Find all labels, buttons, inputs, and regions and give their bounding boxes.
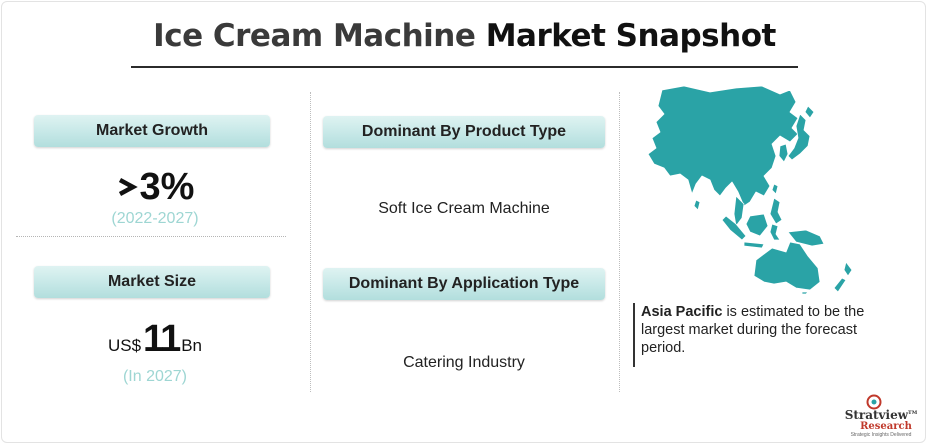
application-type-label: Dominant By Application Type <box>323 268 605 300</box>
greater-than-icon <box>118 178 138 196</box>
market-growth-period: (2022-2027) <box>111 210 199 227</box>
region-caption: Asia Pacific is estimated to be the larg… <box>633 303 895 367</box>
logo-tm: TM <box>908 410 918 416</box>
column-1-separator <box>16 236 286 237</box>
product-type-value: Soft Ice Cream Machine <box>378 200 550 217</box>
logo-emblem-icon <box>866 394 882 410</box>
column-divider-left <box>310 92 311 392</box>
region-description: is estimated to be the largest market du… <box>641 304 865 356</box>
market-growth-value-block: 3% <box>60 162 250 212</box>
market-size-value: 11 <box>143 318 181 360</box>
title-part-1: Ice Cream Machine <box>153 18 476 54</box>
logo-tagline: Strategic Insights Delivered <box>850 432 912 438</box>
region-name: Asia Pacific <box>641 304 723 320</box>
market-size-value-block: US$ 11 Bn <box>60 318 250 362</box>
market-growth-value: 3% <box>139 165 195 208</box>
logo-name-1: Stratview <box>844 408 909 422</box>
asia-pacific-map <box>647 85 853 294</box>
product-type-label: Dominant By Product Type <box>323 116 605 148</box>
market-size-label: Market Size <box>34 266 270 298</box>
column-divider-right <box>619 92 620 392</box>
title-part-2: Market Snapshot <box>485 18 777 54</box>
market-size-suffix: Bn <box>181 336 203 355</box>
market-growth-label: Market Growth <box>34 115 270 147</box>
logo-name-2: Research <box>860 421 912 432</box>
market-size-prefix: US$ <box>107 336 142 355</box>
page-title: Ice Cream Machine Market Snapshot <box>0 18 929 54</box>
application-type-value: Catering Industry <box>403 354 525 371</box>
title-underline <box>131 66 798 68</box>
market-size-period: (In 2027) <box>122 368 188 385</box>
stratview-logo: StratviewTM Research Strategic Insights … <box>836 394 926 440</box>
